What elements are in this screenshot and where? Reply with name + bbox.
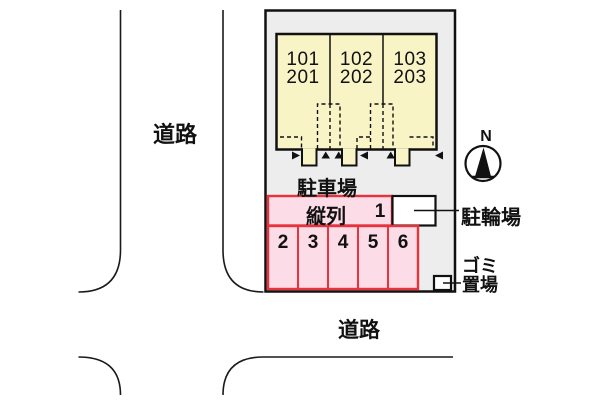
road-edge-left-east (222, 10, 264, 293)
entrance-arrow-right-icon (292, 151, 300, 160)
entrance-arrow-left-icon-2 (435, 151, 443, 160)
garbage-area-label: ゴミ 置場 (462, 257, 498, 295)
parking-space-number-3: 3 (307, 232, 319, 253)
parking-space-number-6: 6 (397, 232, 409, 253)
parallel-parking-label: 縦列 (306, 206, 346, 228)
entrance-arrow-up-icon-1 (321, 151, 330, 159)
unit-number-upper: 102 (339, 49, 374, 70)
entrance-arrow-up-icon-3 (386, 151, 395, 159)
entrance-porch-1 (301, 148, 318, 167)
balcony-dashed-right (409, 136, 434, 149)
unit-number-upper: 103 (393, 49, 427, 70)
parking-space-number-1: 1 (374, 201, 386, 222)
road-label-bottom: 道路 (338, 319, 380, 342)
unit-number-lower: 202 (339, 66, 374, 88)
parking-space-number-4: 4 (337, 232, 349, 253)
road-label-left: 道路 (152, 122, 197, 147)
unit-label-102-202: 102 202 (327, 49, 387, 88)
road-edge-bottom-south (222, 356, 453, 396)
compass-north-label: N (480, 128, 492, 145)
entrance-porch-2 (341, 148, 358, 167)
parking-area-label: 駐車場 (297, 178, 357, 200)
balcony-dashed-middle (356, 136, 371, 149)
bicycle-parking-box (391, 194, 437, 227)
unit-number-lower: 203 (393, 66, 427, 88)
unit-number-lower: 201 (286, 66, 320, 88)
unit-number-upper: 101 (286, 49, 320, 70)
north-compass-needle-icon (475, 147, 491, 177)
entry-dashed-box-2 (369, 103, 394, 149)
entrance-arrow-left-icon-1 (360, 151, 368, 160)
entry-dashed-box-1 (316, 103, 341, 149)
unit-label-101-201: 101 201 (273, 49, 333, 88)
garbage-label-line1: ゴミ (462, 256, 498, 276)
unit-label-103-203: 103 203 (380, 49, 440, 88)
parking-space-number-5: 5 (367, 232, 379, 253)
garbage-label-line2: 置場 (462, 275, 498, 295)
parking-space-number-2: 2 (277, 232, 289, 253)
entrance-porch-3 (394, 148, 411, 167)
balcony-dashed-left (280, 136, 303, 149)
road-edge-bottom-southwest (78, 356, 122, 396)
road-edge-left-west (78, 10, 122, 293)
entrance-arrow-up-icon-2 (334, 151, 343, 159)
bicycle-parking-label: 駐輪場 (461, 207, 521, 229)
parking-row-2 (266, 224, 420, 291)
